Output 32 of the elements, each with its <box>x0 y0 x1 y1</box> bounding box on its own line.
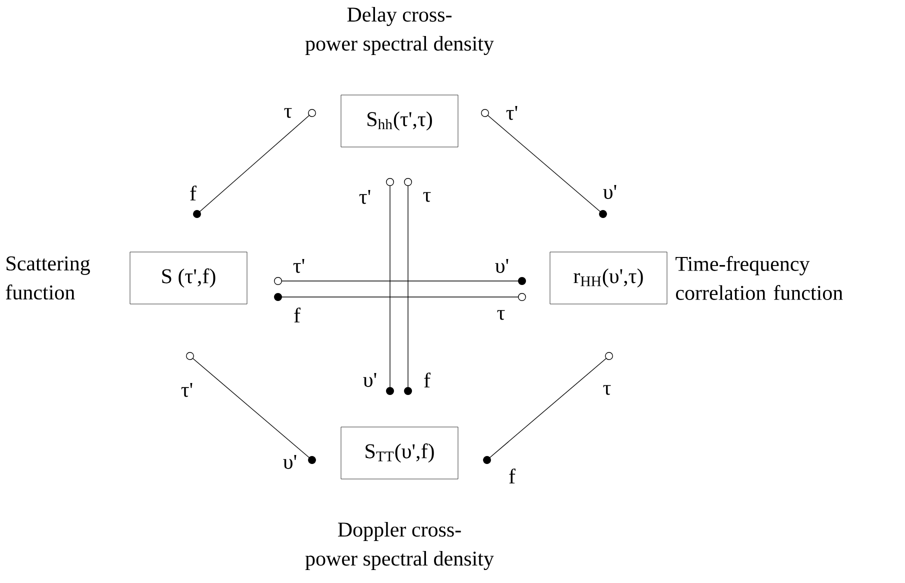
variable-label: τ <box>497 310 505 320</box>
transform-line <box>274 277 526 285</box>
formula-box: S (τ',f) <box>130 252 248 304</box>
variable-label: υ' <box>603 185 616 199</box>
formula-box: S$_{hh}$(τ',τ) <box>340 94 458 148</box>
variable-label: τ' <box>359 190 370 204</box>
variable-label: τ' <box>293 259 304 273</box>
variable-label: τ' <box>181 383 192 397</box>
variable-label: f <box>509 468 516 484</box>
formula-box: r$_{HH}$(υ',τ) <box>550 252 668 304</box>
variable-label: υ' <box>495 259 508 273</box>
heading: Doppler cross- power spectral density <box>305 522 494 570</box>
transform-line <box>404 178 412 395</box>
variable-label: f <box>190 186 196 200</box>
transform-line <box>193 109 316 218</box>
variable-label: τ' <box>506 106 518 120</box>
variable-label: υ' <box>283 455 296 469</box>
heading: Scattering function <box>6 256 90 300</box>
heading: Delay cross- power spectral density <box>305 6 494 56</box>
heading: Time-frequency correlation function <box>676 256 843 300</box>
variable-label: υ' <box>363 373 376 387</box>
variable-label: τ <box>284 108 292 118</box>
transform-line <box>481 109 607 218</box>
transform-line <box>186 352 316 464</box>
formula-box: S$_{TT}$(υ',f) <box>340 426 458 480</box>
variable-label: f <box>294 308 300 322</box>
transform-line <box>386 178 394 395</box>
transform-line <box>274 293 526 301</box>
variable-label: τ <box>603 385 611 395</box>
variable-label: τ <box>423 192 431 202</box>
variable-label: f <box>424 372 430 388</box>
transform-line <box>483 352 613 464</box>
